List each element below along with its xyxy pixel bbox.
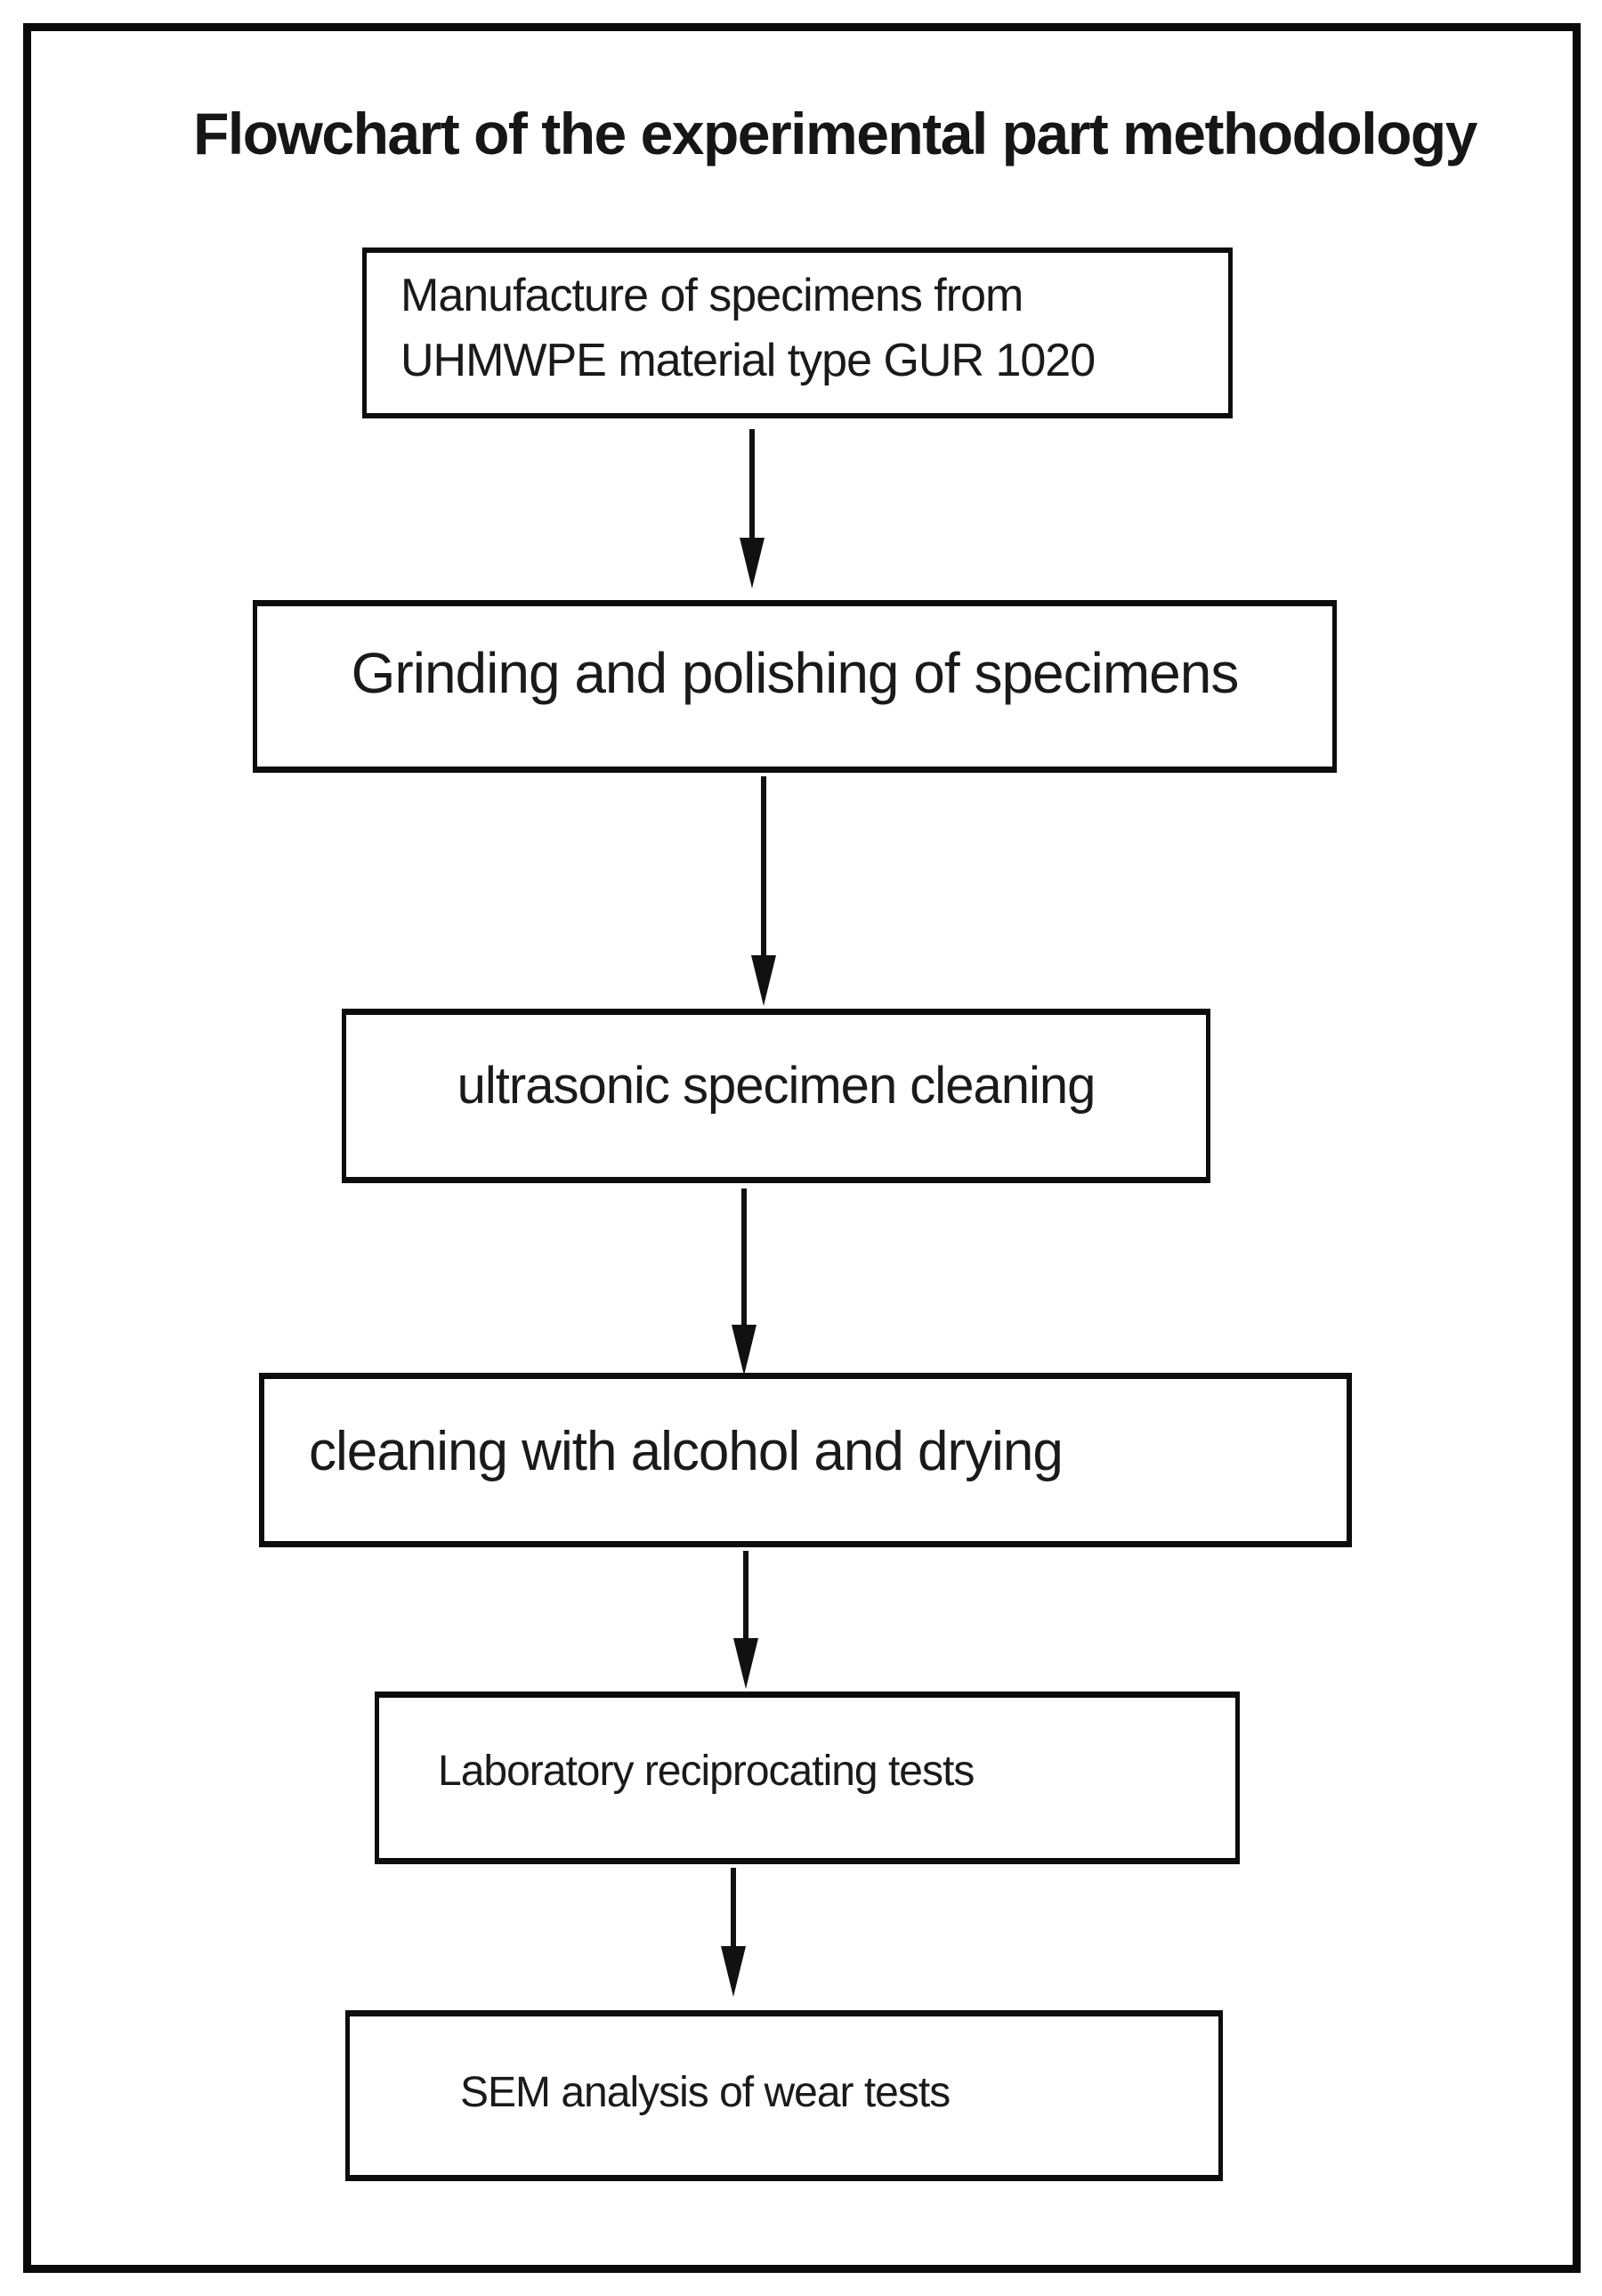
flow-node-label: cleaning with alcohol and drying xyxy=(309,1420,1064,1482)
flow-node-alcohol: cleaning with alcohol and drying xyxy=(259,1373,1352,1547)
flow-node-label: Grinding and polishing of specimens xyxy=(351,641,1240,705)
diagram-title: Flowchart of the experimental part metho… xyxy=(193,101,1477,166)
flow-node-sem: SEM analysis of wear tests xyxy=(345,2010,1223,2181)
flow-node-manufacture: Manufacture of specimens from UHMWPE mat… xyxy=(362,247,1233,418)
flow-node-label: Laboratory reciprocating tests xyxy=(438,1747,975,1795)
flow-node-labtests: Laboratory reciprocating tests xyxy=(375,1692,1240,1864)
flow-node-label: ultrasonic specimen cleaning xyxy=(457,1056,1096,1115)
flow-node-ultrasonic: ultrasonic specimen cleaning xyxy=(342,1009,1210,1183)
flow-node-grinding: Grinding and polishing of specimens xyxy=(253,600,1337,773)
flow-node-label: Manufacture of specimens from UHMWPE mat… xyxy=(400,270,1096,386)
flow-node-label: SEM analysis of wear tests xyxy=(460,2068,951,2116)
